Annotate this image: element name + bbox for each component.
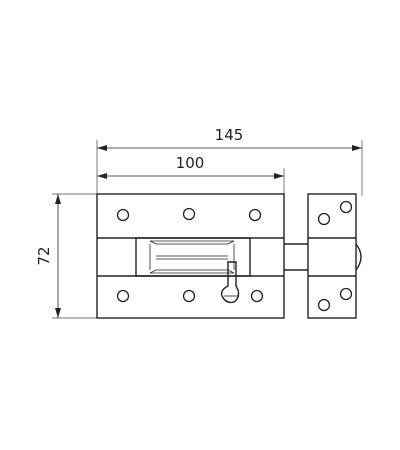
bolt-bottom-groove xyxy=(149,269,235,274)
arrowhead-right xyxy=(352,145,362,151)
dimension-label-72: 72 xyxy=(35,246,53,265)
screw-hole xyxy=(339,287,353,301)
screw-hole xyxy=(116,289,130,303)
arrowhead-top xyxy=(55,194,61,204)
bolt-keeper xyxy=(307,193,362,319)
dimension-label-145: 145 xyxy=(215,126,244,144)
plate-outline xyxy=(96,193,285,319)
screw-hole xyxy=(182,207,196,221)
screw-hole xyxy=(248,208,262,222)
screw-hole xyxy=(116,208,130,222)
screw-hole xyxy=(250,289,264,303)
dimension-height: 72 xyxy=(35,193,97,319)
bolt-base-plate xyxy=(96,193,285,319)
keeper-outline xyxy=(307,193,357,319)
dimension-label-100: 100 xyxy=(176,154,205,172)
bolt-top-groove xyxy=(149,240,235,245)
arrowhead-left xyxy=(97,173,107,179)
bolt-tip xyxy=(355,243,362,271)
screw-hole xyxy=(317,298,331,312)
screw-hole xyxy=(339,200,353,214)
dimension-overall-width: 145 xyxy=(96,126,363,196)
screw-hole xyxy=(182,289,196,303)
bolt-housing xyxy=(135,237,251,277)
arrowhead-bottom xyxy=(55,308,61,318)
sliding-bolt xyxy=(135,237,308,304)
dimension-plate-width: 100 xyxy=(97,154,285,196)
screw-hole xyxy=(317,212,331,226)
arrowhead-left xyxy=(97,145,107,151)
arrowhead-right xyxy=(274,173,284,179)
bolt-handle xyxy=(220,261,240,304)
